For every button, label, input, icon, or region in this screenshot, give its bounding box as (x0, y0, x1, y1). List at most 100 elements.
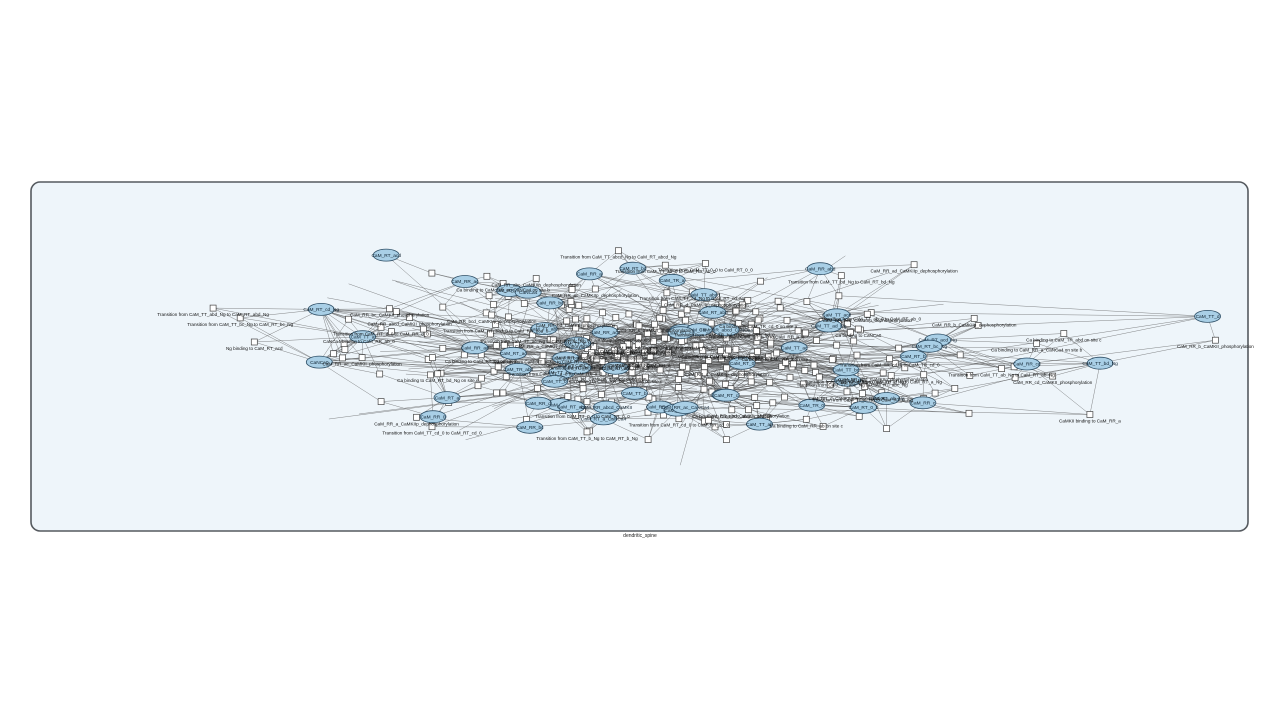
reaction-node[interactable] (583, 315, 591, 323)
reaction-node[interactable] (739, 301, 746, 309)
reaction-node[interactable] (1212, 336, 1219, 344)
reaction-node[interactable] (330, 350, 337, 358)
species-node[interactable] (619, 261, 647, 275)
reaction-node[interactable] (1033, 340, 1040, 347)
reaction-node[interactable] (656, 366, 664, 374)
species-node[interactable] (671, 401, 699, 414)
reaction-node[interactable] (482, 309, 490, 317)
reaction-node[interactable] (1086, 411, 1094, 418)
reaction-node[interactable] (747, 378, 755, 386)
species-node[interactable] (541, 374, 569, 388)
reaction-node[interactable] (786, 373, 794, 381)
reaction-node[interactable] (377, 398, 385, 405)
reaction-node[interactable] (532, 275, 540, 282)
reaction-node[interactable] (651, 320, 658, 328)
reaction-node[interactable] (661, 261, 669, 269)
reaction-node[interactable] (659, 306, 667, 314)
reaction-node[interactable] (910, 261, 918, 269)
reaction-node[interactable] (661, 299, 668, 307)
reaction-node[interactable] (790, 360, 797, 368)
reaction-node[interactable] (434, 370, 442, 378)
reaction-node[interactable] (863, 310, 871, 318)
species-node[interactable] (909, 396, 937, 410)
reaction-node[interactable] (485, 292, 493, 300)
reaction-node[interactable] (844, 320, 851, 328)
species-node[interactable] (536, 296, 564, 310)
reaction-node[interactable] (636, 355, 643, 363)
species-node[interactable] (728, 356, 756, 370)
reaction-node[interactable] (702, 260, 709, 267)
reaction-node[interactable] (901, 364, 909, 372)
species-node[interactable] (1194, 309, 1221, 323)
species-node[interactable] (576, 267, 603, 281)
reaction-node[interactable] (250, 338, 258, 346)
reaction-node[interactable] (428, 423, 436, 431)
reaction-node[interactable] (1060, 330, 1068, 337)
species-node[interactable] (514, 285, 542, 299)
reaction-node[interactable] (492, 341, 500, 349)
reaction-node[interactable] (413, 413, 420, 421)
reaction-node[interactable] (753, 327, 760, 334)
reaction-node[interactable] (345, 315, 352, 323)
species-node[interactable] (593, 400, 620, 414)
species-node[interactable] (372, 248, 400, 262)
reaction-node[interactable] (705, 416, 712, 424)
reaction-node[interactable] (598, 391, 605, 398)
species-node[interactable] (621, 386, 648, 400)
reaction-node[interactable] (754, 348, 761, 355)
reaction-node[interactable] (810, 361, 818, 369)
reaction-node[interactable] (717, 347, 725, 354)
species-node[interactable] (307, 302, 335, 316)
species-node[interactable] (690, 288, 718, 302)
reaction-node[interactable] (677, 370, 685, 377)
reaction-node[interactable] (675, 384, 682, 391)
reaction-node[interactable] (1049, 372, 1057, 380)
reaction-node[interactable] (406, 314, 413, 321)
reaction-node[interactable] (754, 334, 762, 341)
reaction-node[interactable] (673, 301, 681, 309)
reaction-node[interactable] (705, 357, 713, 364)
reaction-node[interactable] (815, 373, 823, 381)
reaction-node[interactable] (826, 381, 834, 389)
species-node[interactable] (780, 341, 808, 355)
species-node[interactable] (500, 346, 527, 360)
reaction-node[interactable] (737, 371, 745, 378)
reaction-node[interactable] (439, 303, 447, 311)
reaction-node[interactable] (634, 341, 642, 349)
species-node[interactable] (552, 351, 579, 365)
reaction-node[interactable] (386, 305, 393, 313)
reaction-node[interactable] (641, 348, 648, 356)
reaction-node[interactable] (499, 389, 507, 397)
reaction-node[interactable] (837, 272, 845, 279)
reaction-node[interactable] (854, 325, 862, 333)
reaction-node[interactable] (615, 247, 622, 255)
reaction-node[interactable] (722, 380, 729, 388)
species-node[interactable] (823, 308, 851, 322)
reaction-node[interactable] (751, 393, 759, 401)
reaction-node[interactable] (539, 351, 547, 359)
reaction-node[interactable] (847, 329, 854, 336)
reaction-node[interactable] (619, 343, 627, 351)
reaction-node[interactable] (699, 347, 707, 354)
reaction-node[interactable] (753, 402, 761, 409)
reaction-node[interactable] (728, 406, 736, 414)
reaction-node[interactable] (488, 311, 496, 319)
reaction-node[interactable] (644, 329, 651, 337)
reaction-node[interactable] (801, 367, 809, 374)
reaction-node[interactable] (956, 351, 964, 359)
species-node[interactable] (1086, 356, 1114, 370)
species-node[interactable] (419, 410, 447, 424)
reaction-node[interactable] (642, 373, 649, 381)
reaction-node[interactable] (583, 398, 591, 406)
reaction-node[interactable] (635, 334, 643, 342)
reaction-node[interactable] (599, 309, 606, 317)
reaction-node[interactable] (966, 372, 974, 379)
reaction-node[interactable] (236, 314, 244, 322)
reaction-node[interactable] (656, 314, 664, 322)
reaction-node[interactable] (879, 369, 887, 377)
species-node[interactable] (806, 262, 834, 276)
reaction-node[interactable] (623, 348, 631, 356)
species-node[interactable] (524, 396, 552, 410)
reaction-node[interactable] (612, 314, 620, 321)
reaction-node[interactable] (423, 330, 431, 338)
